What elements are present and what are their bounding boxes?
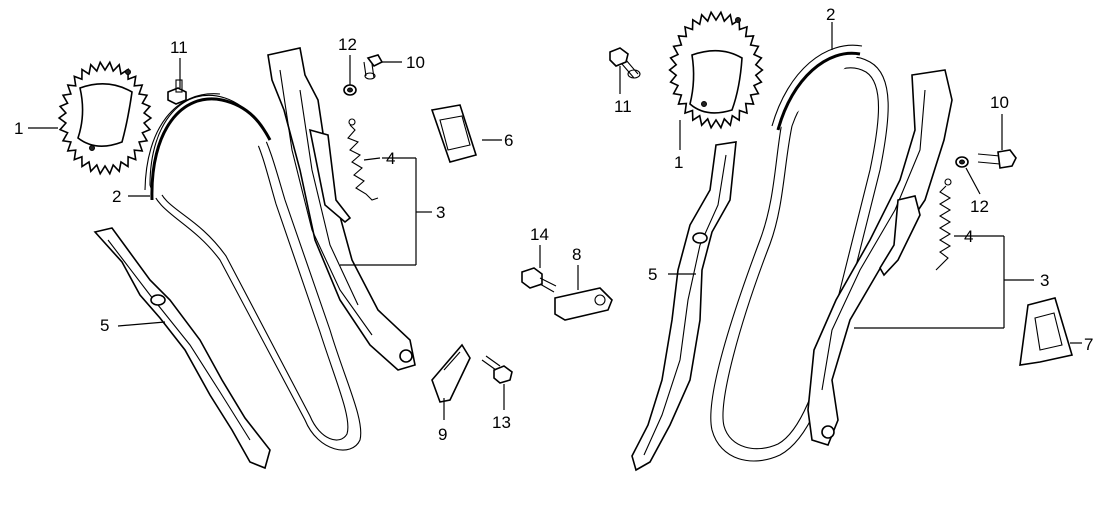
right-label-sprocket: 1: [674, 153, 683, 172]
left-label-guide-pad: 6: [504, 131, 513, 150]
right-label-bolt-11: 11: [614, 97, 632, 116]
left-label-plate: 9: [438, 425, 447, 444]
left-cam-sprocket: [57, 60, 153, 176]
left-bolt-10: [363, 54, 384, 80]
right-bolt-11: [609, 47, 641, 79]
right-cam-sprocket: [668, 10, 764, 130]
right-label-chain: 2: [826, 5, 835, 24]
left-tensioner-assembly: [267, 47, 416, 371]
right-tensioner-spring: [935, 178, 952, 271]
right-label-spring: 4: [964, 227, 973, 246]
left-label-spring: 4: [386, 149, 395, 168]
right-chain-guide: [631, 141, 737, 472]
right-tensioner-assembly: [807, 69, 953, 446]
left-cam-chain: [144, 93, 362, 451]
left-label-bracket: 8: [572, 245, 581, 264]
right-bolt-10: [977, 149, 1017, 169]
left-label-sprocket: 1: [14, 119, 23, 138]
right-label-guide-pad: 7: [1084, 335, 1093, 354]
left-bolt-11: [167, 79, 187, 105]
right-label-tensioner: 3: [1040, 271, 1049, 290]
left-label-bolt-13: 13: [492, 413, 511, 432]
left-plate-9: [431, 343, 471, 403]
right-label-bolt-10: 10: [990, 93, 1009, 112]
left-label-tensioner: 3: [436, 203, 445, 222]
left-guide-pad: [430, 104, 478, 163]
right-washer-12: [955, 156, 969, 168]
right-guide-pad: [1019, 297, 1074, 366]
left-label-washer: 12: [338, 35, 357, 54]
left-label-bolt-11: 11: [170, 38, 188, 57]
left-label-bolt-14: 14: [530, 225, 549, 244]
left-chain-guide: [93, 227, 271, 470]
left-bracket-8: [554, 287, 613, 321]
left-label-bolt-10: 10: [406, 53, 425, 72]
right-leader-lines: [619, 22, 1082, 344]
left-leader-lines: [28, 55, 579, 420]
right-label-chain-guide: 5: [648, 265, 657, 284]
left-label-chain: 2: [112, 187, 121, 206]
left-washer-12: [343, 84, 357, 96]
left-tensioner-spring: [347, 118, 379, 201]
left-bolt-13: [481, 355, 513, 384]
left-label-chain-guide: 5: [100, 316, 109, 335]
right-cam-chain: [710, 44, 889, 462]
left-bolt-14: [521, 267, 557, 293]
right-label-washer: 12: [970, 197, 989, 216]
